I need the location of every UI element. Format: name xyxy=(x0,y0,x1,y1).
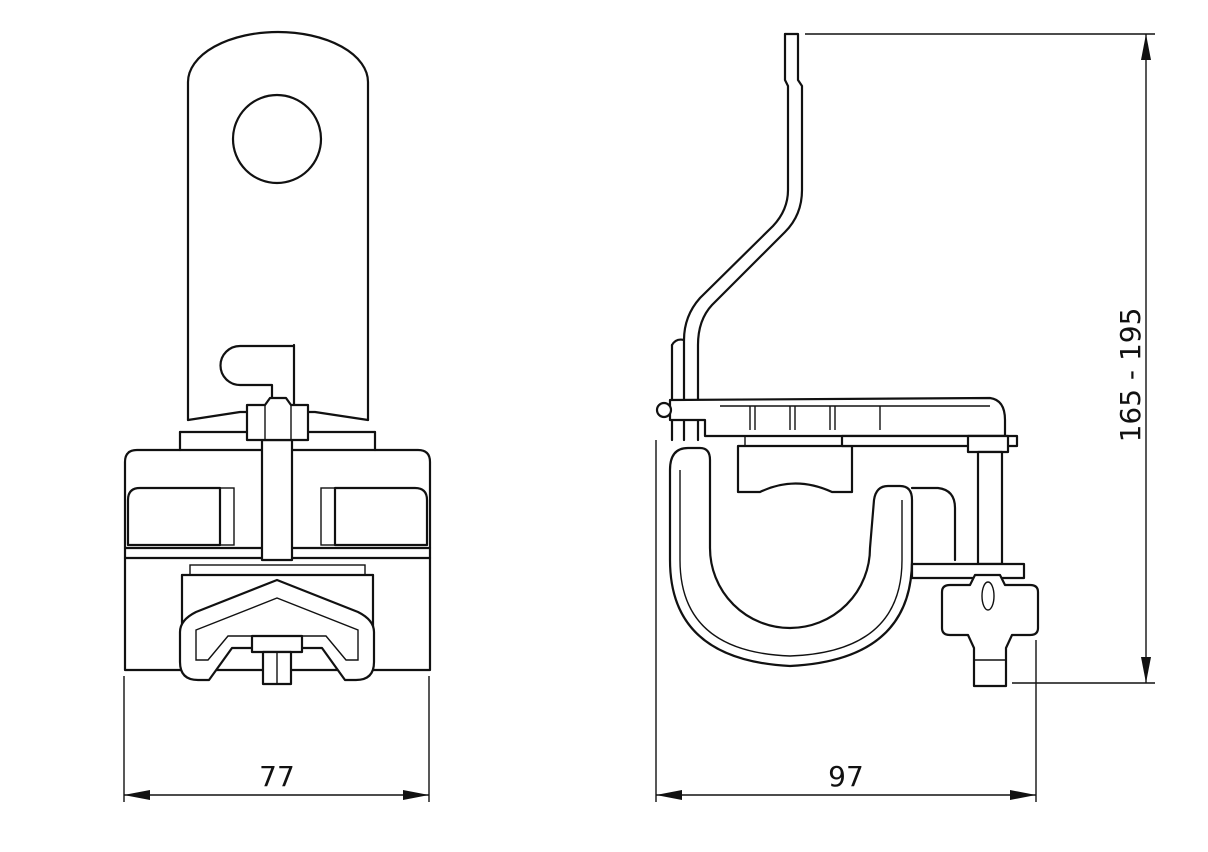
front-view xyxy=(123,30,432,686)
left-shoe xyxy=(126,486,222,547)
bolt-head xyxy=(245,396,310,442)
bottom-nut xyxy=(250,634,304,654)
wedge-clamp xyxy=(178,578,376,682)
top-housing xyxy=(668,396,1007,438)
bracket-plate xyxy=(186,30,370,422)
right-shoe xyxy=(333,486,429,547)
dimension-width-side: 97 xyxy=(655,440,1037,802)
bolt-shaft xyxy=(260,438,294,562)
side-nut xyxy=(940,573,1040,688)
dimension-width-front: 77 xyxy=(123,676,430,802)
height-label: 165 - 195 xyxy=(1114,308,1147,443)
bent-bracket xyxy=(696,32,804,442)
width-front-label: 77 xyxy=(259,760,295,793)
dimension-height: 165 - 195 xyxy=(805,33,1155,684)
side-pin xyxy=(976,450,1004,566)
hook-tab xyxy=(219,343,296,410)
mounting-hole xyxy=(231,93,323,185)
upper-clamp-block xyxy=(736,444,854,494)
side-bar xyxy=(840,434,1019,448)
side-view xyxy=(655,32,1040,688)
cable-saddle xyxy=(668,446,914,668)
width-side-label: 97 xyxy=(828,760,864,793)
